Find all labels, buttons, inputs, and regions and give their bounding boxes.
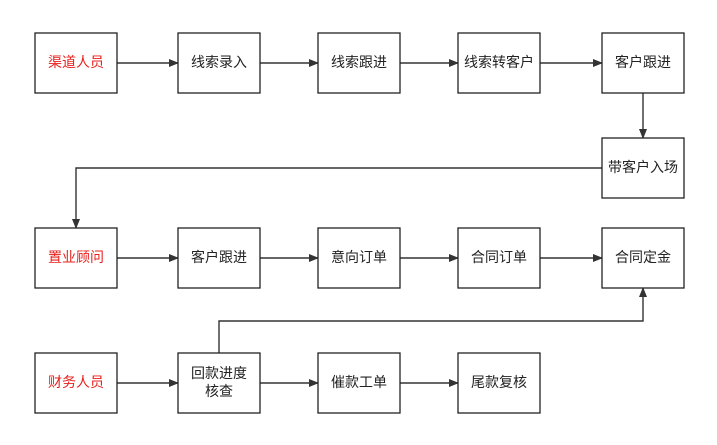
node-urge-ticket: 催款工单: [317, 352, 401, 414]
node-box: [34, 352, 118, 414]
node-lead-followup: 线索跟进: [317, 32, 401, 94]
node-box: [601, 32, 685, 94]
node-box: [317, 352, 401, 414]
node-label: 催款工单: [331, 375, 387, 391]
node-box: [34, 32, 118, 94]
node-label: 带客户入场: [608, 159, 678, 176]
node-label: 客户跟进: [615, 54, 671, 71]
node-sales-consultant: 置业顾问: [34, 227, 118, 289]
edge-payment-check-to-contract-deposit: [218, 287, 647, 353]
node-box: [317, 227, 401, 289]
node-label: 线索转客户: [464, 54, 534, 71]
edge-bring-customer-to-sales-consultant: [72, 167, 602, 229]
node-label: 合同订单: [471, 250, 527, 266]
node-finance-staff: 财务人员: [34, 352, 118, 414]
node-box: [601, 137, 685, 199]
node-box: [601, 227, 685, 289]
node-intent-order: 意向订单: [317, 227, 401, 289]
node-box: [34, 227, 118, 289]
node-channel-staff: 渠道人员: [34, 32, 118, 94]
node-label: 合同定金: [615, 250, 671, 266]
node-label: 客户跟进: [191, 249, 247, 266]
node-contract-deposit: 合同定金: [601, 227, 685, 289]
node-customer-followup-1: 客户跟进: [601, 32, 685, 94]
node-final-payment-review: 尾款复核: [457, 352, 541, 414]
node-lead-entry: 线索录入: [177, 32, 261, 94]
node-box: [177, 352, 261, 414]
node-box: [177, 32, 261, 94]
node-box: [177, 227, 261, 289]
node-label: 意向订单: [331, 249, 387, 266]
node-box: [457, 32, 541, 94]
node-label: 核查: [205, 384, 233, 400]
node-label: 财务人员: [48, 375, 104, 391]
node-customer-followup-2: 客户跟进: [177, 227, 261, 289]
node-box: [317, 32, 401, 94]
node-contract-order: 合同订单: [457, 227, 541, 289]
node-label: 线索跟进: [331, 54, 387, 71]
node-box: [457, 227, 541, 289]
node-label: 置业顾问: [48, 250, 104, 266]
node-bring-customer: 带客户入场: [601, 137, 685, 199]
node-label: 渠道人员: [48, 55, 104, 71]
node-lead-to-customer: 线索转客户: [457, 32, 541, 94]
node-label: 回款进度: [191, 366, 247, 382]
node-label: 线索录入: [191, 54, 247, 71]
node-label: 尾款复核: [471, 374, 527, 391]
node-box: [457, 352, 541, 414]
